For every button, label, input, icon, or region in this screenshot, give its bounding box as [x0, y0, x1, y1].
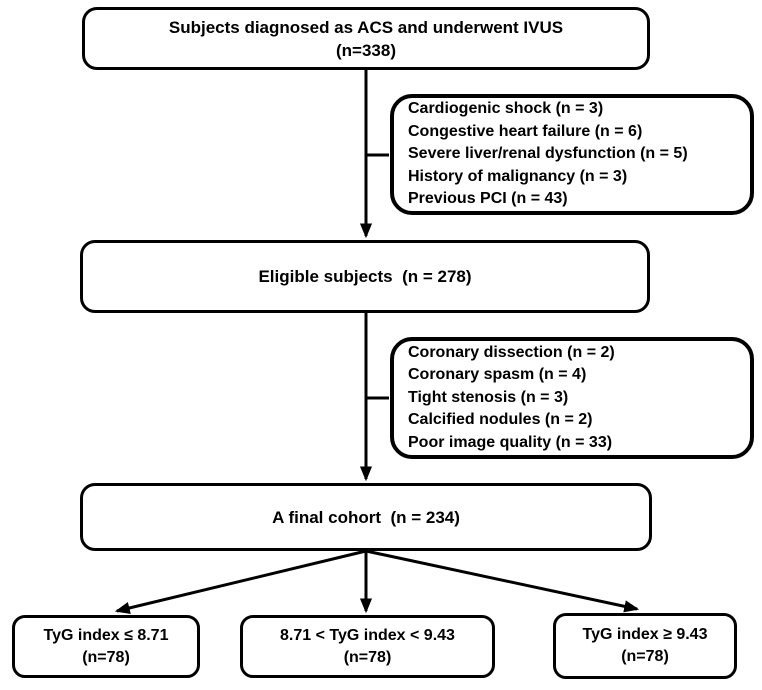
node-eligible-subjects-label: Eligible subjects (n = 278) [258, 267, 472, 286]
node-tyg-mid-range: 8.71 < TyG index < 9.43 [280, 626, 455, 644]
exclusion-1-item-3: Severe liver/renal dysfunction (n = 5) [408, 145, 688, 163]
node-acs-ivus-count: (n=338) [336, 40, 396, 60]
node-final-cohort: A final cohort (n = 234) [80, 483, 652, 551]
node-tyg-high-count: (n=78) [621, 648, 669, 665]
node-tyg-low-count: (n=78) [82, 648, 130, 666]
exclusion-2-item-3: Tight stenosis (n = 3) [408, 388, 569, 406]
exclusion-2-item-5: Poor image quality (n = 33) [408, 433, 613, 451]
node-tyg-mid: 8.71 < TyG index < 9.43 (n=78) [240, 615, 495, 678]
node-tyg-mid-count: (n=78) [343, 648, 392, 666]
arrow-final-to-tyg-high [365, 549, 640, 613]
exclusion-2-item-2: Coronary spasm (n = 4) [408, 366, 587, 384]
node-tyg-low-range: TyG index ≤ 8.71 [43, 626, 169, 644]
node-final-cohort-label: A final cohort (n = 234) [272, 507, 460, 527]
exclusion-1-item-2: Congestive heart failure (n = 6) [408, 122, 643, 140]
exclusion-2-item-4: Calcified nodules (n = 2) [408, 411, 593, 429]
node-eligible-subjects: Eligible subjects (n = 278) [80, 240, 650, 313]
node-tyg-low: TyG index ≤ 8.71 (n=78) [12, 615, 200, 678]
exclusion-1-item-4: History of malignancy (n = 3) [408, 167, 628, 185]
node-acs-ivus: Subjects diagnosed as ACS and underwent … [82, 7, 650, 70]
node-acs-ivus-title: Subjects diagnosed as ACS and underwent … [168, 17, 564, 37]
node-exclusion-1: Cardiogenic shock (n = 3) Congestive hea… [390, 94, 754, 215]
arrow-final-to-tyg-low [114, 549, 367, 614]
node-exclusion-2: Coronary dissection (n = 2) Coronary spa… [390, 337, 754, 459]
node-tyg-high-range: TyG index ≥ 9.43 [582, 626, 708, 643]
exclusion-1-item-5: Previous PCI (n = 43) [408, 190, 568, 208]
node-tyg-high: TyG index ≥ 9.43 (n=78) [553, 613, 737, 679]
exclusion-2-item-1: Coronary dissection (n = 2) [408, 343, 615, 361]
exclusion-1-item-1: Cardiogenic shock (n = 3) [408, 100, 604, 118]
